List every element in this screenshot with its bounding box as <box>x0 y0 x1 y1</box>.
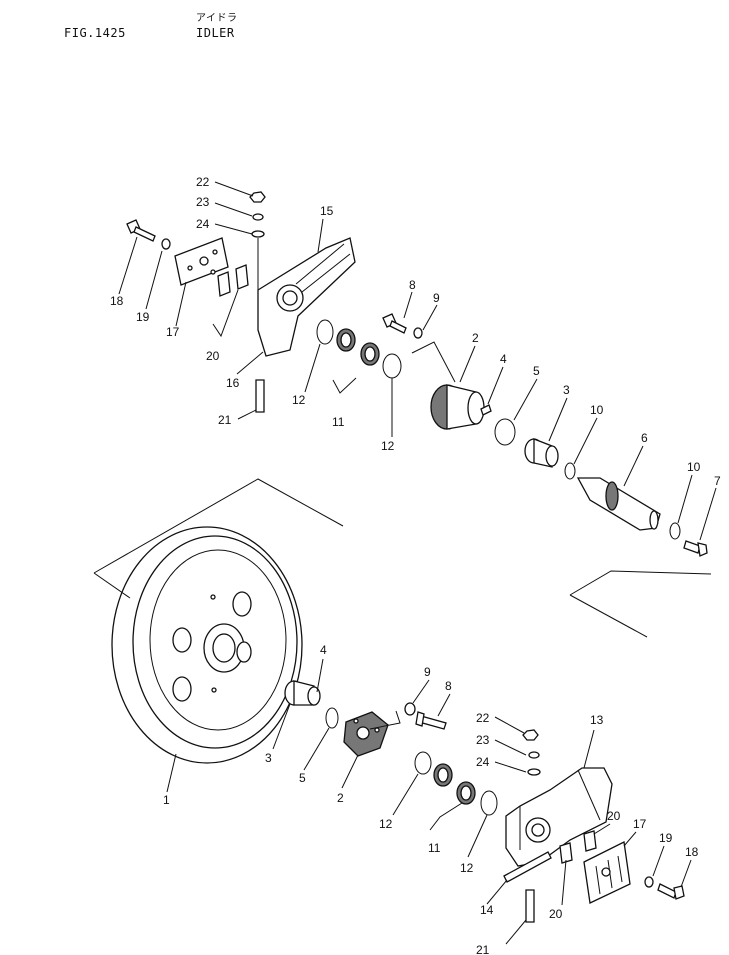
callout-12-lower-a: 12 <box>379 817 393 831</box>
figure-number: FIG.1425 <box>64 26 126 40</box>
callout-3-lower: 3 <box>265 751 272 765</box>
part-collar-lower[interactable] <box>284 680 321 706</box>
callout-12-upper-b: 12 <box>381 439 395 453</box>
part-shaft[interactable] <box>576 477 661 531</box>
part-washer-upper-middle[interactable] <box>413 327 423 339</box>
callout-21-lower: 21 <box>476 943 490 955</box>
callout-3-upper: 3 <box>563 383 570 397</box>
callout-9-lower: 9 <box>424 665 431 679</box>
part-washer-lower-right[interactable] <box>644 876 654 888</box>
part-o-ring-lower-c[interactable] <box>480 790 498 816</box>
callout-2-upper: 2 <box>472 331 479 345</box>
callout-10-upper-a: 10 <box>590 403 604 417</box>
part-shims-upper[interactable] <box>217 264 249 297</box>
figure-title: IDLER <box>196 26 235 40</box>
callout-8-lower: 8 <box>445 679 452 693</box>
callout-23-upper: 23 <box>196 195 210 209</box>
callout-16: 16 <box>226 376 240 390</box>
part-o-ring-upper-a[interactable] <box>316 319 334 345</box>
callout-6: 6 <box>641 431 648 445</box>
callout-23-lower: 23 <box>476 733 490 747</box>
callout-5-lower: 5 <box>299 771 306 785</box>
part-pin-upper[interactable] <box>480 404 492 416</box>
callout-8-upper: 8 <box>409 278 416 292</box>
part-lock-washer-upper[interactable] <box>252 213 264 221</box>
callout-22-upper: 22 <box>196 175 210 189</box>
callout-19-upper: 19 <box>136 310 150 324</box>
callout-18-upper: 18 <box>110 294 124 308</box>
part-washer-upper-left[interactable] <box>161 238 171 250</box>
callout-11-lower: 11 <box>428 841 441 855</box>
callout-20-lower-a: 20 <box>607 809 621 823</box>
part-bolt-lower-middle[interactable] <box>415 711 447 730</box>
part-plug-bolt[interactable] <box>683 540 708 557</box>
part-nut-upper[interactable] <box>249 191 266 203</box>
part-o-ring-upper-b[interactable] <box>382 353 402 379</box>
part-seal-pair-lower[interactable] <box>433 763 476 805</box>
part-pad-lower[interactable] <box>503 851 552 883</box>
part-seal-pair-upper[interactable] <box>336 328 380 366</box>
callout-12-lower-b: 12 <box>460 861 474 875</box>
leader-lines <box>118 181 717 945</box>
part-o-ring-upper-c[interactable] <box>494 418 516 446</box>
part-o-ring-lower-a[interactable] <box>325 707 339 729</box>
callout-19-lower: 19 <box>659 831 673 845</box>
callout-20-upper: 20 <box>206 349 220 363</box>
part-o-ring-upper-e[interactable] <box>669 522 681 540</box>
part-hub-cap-upper[interactable] <box>430 384 485 430</box>
part-idler-wheel[interactable] <box>111 526 303 764</box>
callout-2-lower: 2 <box>337 791 344 805</box>
callout-13: 13 <box>590 713 604 727</box>
callout-17-upper: 17 <box>166 325 180 339</box>
callout-9-upper: 9 <box>433 291 440 305</box>
callout-17-lower: 17 <box>633 817 647 831</box>
part-washer-lower-middle[interactable] <box>404 702 416 716</box>
callout-4-lower: 4 <box>320 643 327 657</box>
part-bolt-upper-left[interactable] <box>126 219 156 242</box>
part-side-plate-lower[interactable] <box>583 841 631 904</box>
part-side-plate-upper[interactable] <box>174 237 229 286</box>
part-stud-bolt-lower[interactable] <box>525 889 535 923</box>
callout-14: 14 <box>480 903 494 917</box>
part-bracket-lower[interactable] <box>505 767 613 867</box>
figure-title-japanese: アイドラ <box>196 13 238 24</box>
callout-22-lower: 22 <box>476 711 490 725</box>
part-flat-washer-lower[interactable] <box>527 768 541 776</box>
part-stud-bolt-upper[interactable] <box>255 379 265 413</box>
part-flat-washer-upper[interactable] <box>251 230 265 238</box>
callout-20-lower-b: 20 <box>549 907 563 921</box>
callout-10-upper-b: 10 <box>687 460 701 474</box>
callout-labels: 22 23 24 15 18 19 17 20 16 21 12 11 12 8… <box>110 175 721 955</box>
part-lock-washer-lower[interactable] <box>528 751 540 759</box>
part-collar-upper[interactable] <box>524 438 559 468</box>
part-bracket-upper[interactable] <box>257 237 356 357</box>
callout-15: 15 <box>320 204 334 218</box>
callout-21-upper: 21 <box>218 413 232 427</box>
callout-12-upper-a: 12 <box>292 393 306 407</box>
callout-18-lower: 18 <box>685 845 699 859</box>
part-o-ring-upper-d[interactable] <box>564 462 576 480</box>
part-bolt-lower-right[interactable] <box>657 883 685 900</box>
callout-5-upper: 5 <box>533 364 540 378</box>
callout-24-upper: 24 <box>196 217 210 231</box>
part-o-ring-lower-b[interactable] <box>414 751 432 775</box>
part-nut-lower[interactable] <box>522 729 539 741</box>
callout-4-upper: 4 <box>500 352 507 366</box>
part-shims-lower[interactable] <box>559 830 597 864</box>
part-bolt-upper-middle[interactable] <box>382 313 407 334</box>
callout-7: 7 <box>714 474 721 488</box>
callout-24-lower: 24 <box>476 755 490 769</box>
callout-1: 1 <box>163 793 170 807</box>
part-hub-cap-lower[interactable] <box>343 711 389 757</box>
assembly-guide-lines <box>93 341 712 730</box>
callout-11-upper: 11 <box>332 415 345 429</box>
